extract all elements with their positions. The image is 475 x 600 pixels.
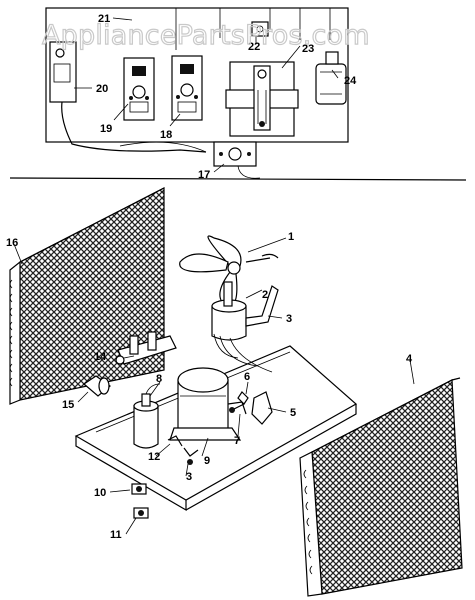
valve-5: [251, 391, 273, 425]
screw-10: [131, 483, 147, 495]
label-part-24: 24: [344, 75, 357, 87]
tube-7: [229, 403, 245, 413]
relay-23: [225, 61, 299, 137]
watermark: AppliancePartsPros.com: [42, 20, 370, 51]
overload-17: [213, 141, 261, 179]
part-labels: 21 22 23 24 20 19 18 17 1 2 3 16 4 14 8 …: [6, 13, 413, 541]
label-part-20: 20: [96, 83, 108, 95]
label-part-2: 2: [262, 289, 268, 301]
control-panel: [45, 7, 349, 143]
heater-element-15: [83, 375, 111, 397]
label-part-7: 7: [234, 435, 240, 447]
label-part-16: 16: [6, 237, 18, 249]
label-part-11: 11: [110, 529, 122, 541]
condenser-coil-4: [299, 377, 463, 597]
section-divider: [9, 177, 467, 181]
screw-11: [133, 507, 149, 519]
label-part-9: 9: [204, 455, 210, 467]
label-part-18: 18: [160, 129, 172, 141]
capacitor-bracket-22: [251, 21, 269, 37]
label-part-1: 1: [288, 231, 294, 243]
label-part-15: 15: [62, 399, 74, 411]
label-part-4: 4: [406, 353, 413, 365]
label-part-5: 5: [290, 407, 296, 419]
evaporator-coil-16: [9, 187, 165, 405]
thermostat-part: [49, 41, 207, 153]
accumulator-8: [133, 383, 161, 449]
selector-switch-18: [171, 55, 203, 121]
label-part-8: 8: [156, 373, 162, 385]
label-part-6: 6: [244, 371, 250, 383]
label-part-12: 12: [148, 451, 160, 463]
label-part-10: 10: [94, 487, 106, 499]
label-part-21: 21: [98, 13, 110, 25]
leader-lines: [13, 17, 415, 535]
label-part-3b: 3: [186, 471, 192, 483]
compressor-9: [169, 367, 247, 441]
label-part-3: 3: [286, 313, 292, 325]
label-part-22: 22: [248, 41, 260, 53]
fan-motor-2: [211, 281, 273, 373]
label-part-17: 17: [198, 169, 210, 181]
motor-bracket-3: [245, 285, 279, 327]
selector-switch-19: [123, 57, 155, 121]
reversing-valve-14: [115, 331, 177, 365]
tube-12: [167, 435, 183, 447]
capacitor-24: [315, 51, 347, 105]
label-part-19: 19: [100, 123, 112, 135]
label-part-23: 23: [302, 43, 314, 55]
grommet-3: [183, 447, 199, 465]
label-part-14: 14: [94, 351, 107, 363]
